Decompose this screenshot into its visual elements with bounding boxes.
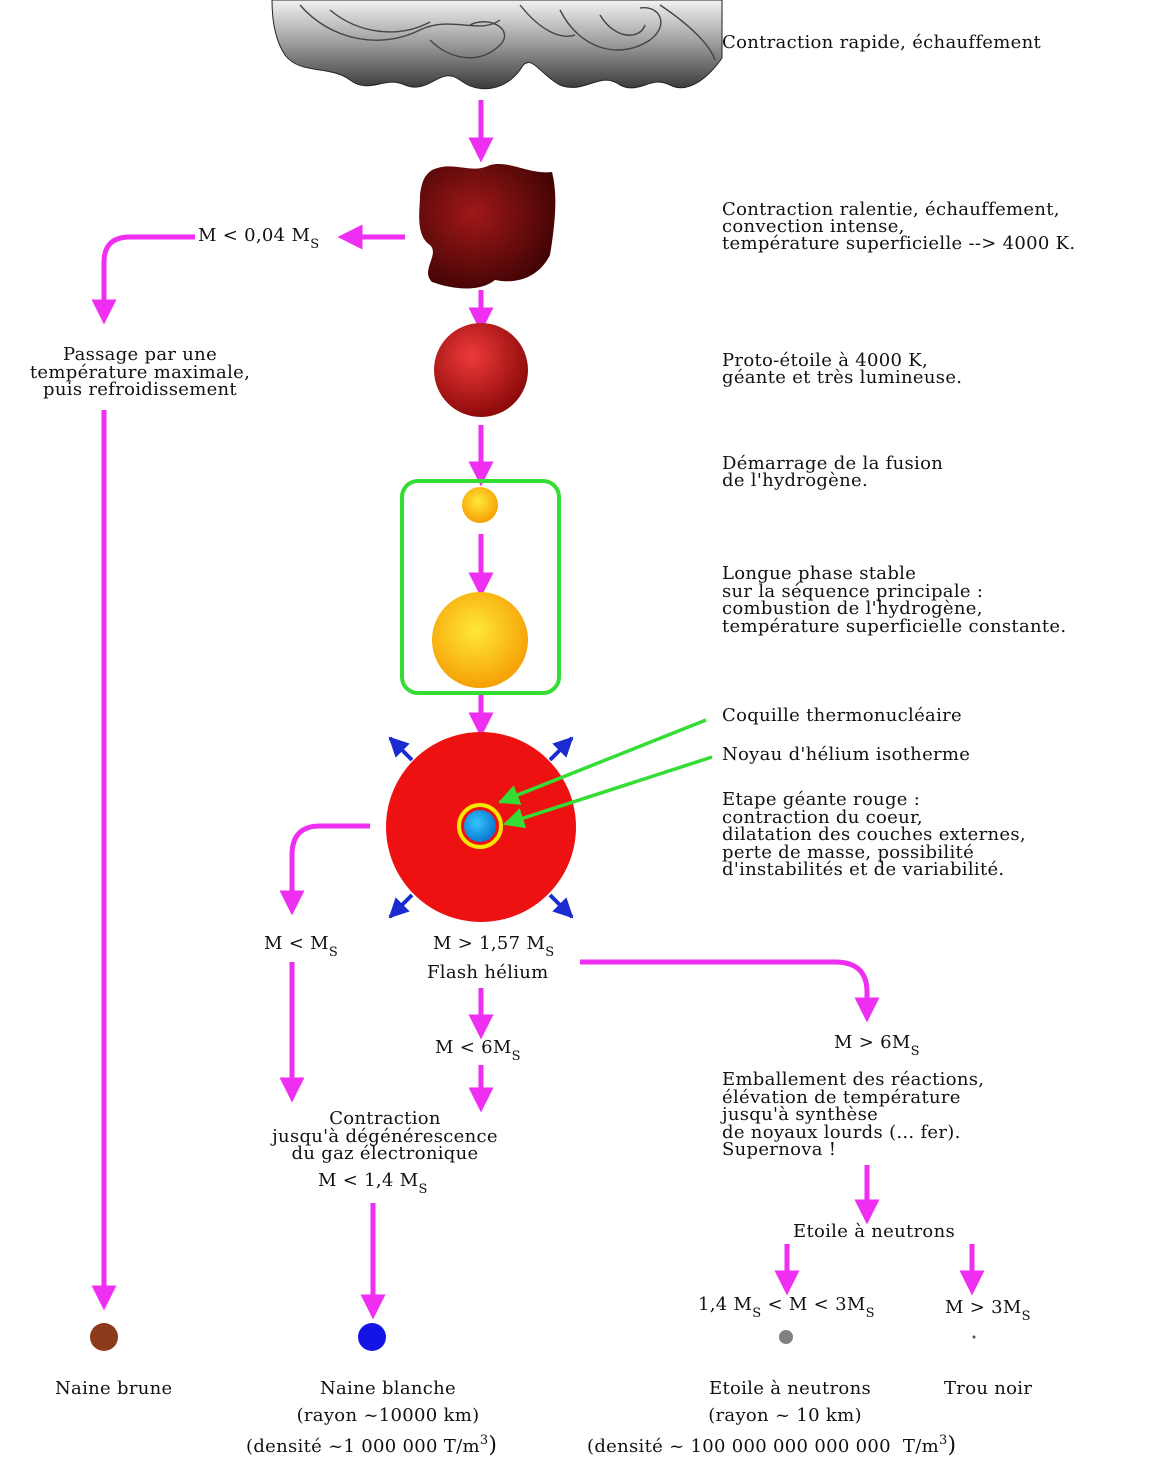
brown-branch-condition: M < 0,04 MS xyxy=(198,225,320,253)
main-sequence-star xyxy=(432,592,528,688)
high-mass-branch xyxy=(580,959,985,1296)
neutron-star-label: Etoile à neutrons xyxy=(709,1378,871,1399)
main-sequence-label: Longue phase stable sur la séquence prin… xyxy=(722,563,1067,637)
cold-protostar xyxy=(419,163,556,289)
neutron-star-density: (densité ~ 100 000 000 000 000 T/m3) xyxy=(587,1433,957,1458)
helium-core xyxy=(464,810,496,842)
brown-dwarf xyxy=(90,1323,118,1351)
white-dwarf xyxy=(358,1323,386,1351)
white-dwarf-radius: (rayon ~10000 km) xyxy=(296,1405,480,1426)
protostar xyxy=(434,323,528,417)
main-sequence-box xyxy=(400,479,561,695)
red-giant-label: Etape géante rouge : contraction du coeu… xyxy=(722,789,1026,880)
low-mass-branch xyxy=(279,823,370,1103)
black-hole xyxy=(972,1335,976,1339)
mass-loss-arrows xyxy=(388,736,574,919)
high-branch-condition: M > 6MS xyxy=(834,1032,920,1060)
neutron-star xyxy=(779,1330,793,1344)
cloud-label: Contraction rapide, échauffement xyxy=(722,32,1042,53)
red-giant xyxy=(386,732,576,922)
cold-protostar-label: Contraction ralentie, échauffement, conv… xyxy=(722,199,1076,254)
supernova-label: Emballement des réactions, élévation de … xyxy=(722,1069,985,1160)
protostar-label: Proto-étoile à 4000 K, géante et très lu… xyxy=(722,350,963,388)
molecular-cloud xyxy=(271,0,723,90)
black-hole-label: Trou noir xyxy=(944,1378,1033,1399)
middle-branch xyxy=(360,988,494,1320)
chandrasekhar-condition: M < 1,4 MS xyxy=(318,1170,428,1198)
brown-dwarf-label: Naine brune xyxy=(55,1378,173,1399)
young-star xyxy=(462,487,498,523)
neutron-star-radius: (rayon ~ 10 km) xyxy=(708,1405,862,1426)
helium-core-label: Noyau d'hélium isotherme xyxy=(722,744,971,765)
brown-dwarf-branch xyxy=(91,224,405,1311)
mid-branch-condition: M < 6MS xyxy=(435,1037,521,1065)
white-dwarf-label: Naine blanche xyxy=(319,1378,457,1399)
pointer-arrows xyxy=(498,718,713,829)
black-hole-condition: M > 3MS xyxy=(945,1297,1031,1325)
brown-branch-text: Passage par une température maximale, pu… xyxy=(29,344,251,400)
neutron-star-stage-label: Etoile à neutrons xyxy=(793,1221,955,1242)
shell-label: Coquille thermonucléaire xyxy=(722,705,962,726)
fusion-start-label: Démarrage de la fusion de l'hydrogène. xyxy=(722,453,944,491)
flash-condition: M > 1,57 MS xyxy=(433,933,555,961)
low-branch-condition: M < MS xyxy=(264,933,339,961)
thermonuclear-shell xyxy=(457,803,503,849)
white-dwarf-density: (densité ~1 000 000 T/m3) xyxy=(246,1433,498,1458)
neutron-star-condition: 1,4 MS < M < 3MS xyxy=(698,1294,875,1322)
flash-label: Flash hélium xyxy=(427,962,549,983)
contraction-label: Contraction jusqu'à dégénérescence du ga… xyxy=(272,1108,498,1164)
